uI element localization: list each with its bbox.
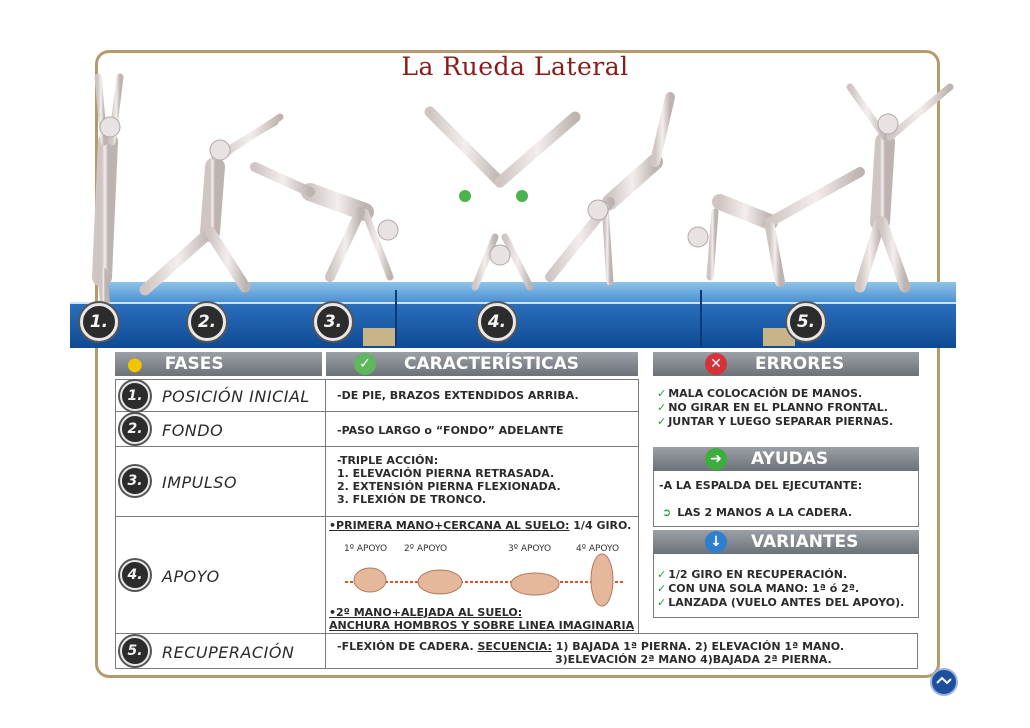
table-border [115, 668, 918, 669]
phase-badge-5: 5. [120, 636, 150, 666]
step-badge-3: 3. [314, 303, 352, 341]
support-label-3: 3º APOYO [508, 544, 552, 554]
error-item: ✓MALA COLOCACIÓN DE MANOS. [657, 387, 863, 400]
table-border [115, 411, 639, 412]
mat-seam [395, 290, 397, 346]
gymnast-figure-3 [250, 162, 394, 282]
phase-label-5: RECUPERACIÓN [162, 643, 295, 662]
support-label-2: 2º APOYO [404, 544, 448, 554]
gymnast-figure-1 [92, 73, 124, 307]
arrow-icon [459, 190, 471, 202]
check-icon: ✓ [657, 596, 667, 609]
mat-block [363, 328, 395, 346]
arrow-right-icon: ➲ [662, 506, 672, 519]
aid-item-1: -A LA ESPALDA DEL EJECUTANTE: [659, 479, 863, 492]
check-icon: ✓ [354, 353, 376, 375]
step-badge-2: 2. [188, 303, 226, 341]
check-icon: ✓ [657, 387, 667, 400]
char-phase-5: -FLEXIÓN DE CADERA. SECUENCIA: 1) BAJADA… [337, 640, 845, 666]
variant-item: ✓LANZADA (VUELO ANTES DEL APOYO). [657, 596, 905, 609]
phase-label-1: POSICIÓN INICIAL [162, 387, 310, 406]
gymnast-figure-6 [706, 167, 865, 287]
error-item: ✓JUNTAR Y LUEGO SEPARAR PIERNAS. [657, 415, 894, 428]
lightbulb-icon: ● [127, 353, 143, 375]
check-icon: ✓ [657, 401, 667, 414]
phase-badge-3: 3. [120, 466, 150, 496]
check-icon: ✓ [657, 582, 667, 595]
phase-badge-1: 1. [120, 381, 150, 411]
check-icon: ✓ [657, 568, 667, 581]
gymnast-figure-4 [424, 106, 581, 291]
arrow-icon [516, 190, 528, 202]
phase-label-2: FONDO [162, 421, 224, 440]
variant-item: ✓CON UNA SOLA MANO: 1ª ó 2ª. [657, 582, 860, 595]
hand-icon [353, 567, 387, 593]
mat-block [763, 328, 795, 346]
char-phase-2: -PASO LARGO o “FONDO” ADELANTE [337, 424, 564, 437]
support-label-1: 1º APOYO [344, 544, 388, 554]
char-phase-4-first: •PRIMERA MANO+CERCANA AL SUELO: 1/4 GIRO… [329, 519, 632, 532]
page-frame [95, 50, 940, 678]
table-border [917, 633, 918, 669]
gymnast-sequence-illustration [92, 73, 954, 346]
table-border [115, 379, 639, 380]
header-ayudas: ➜ AYUDAS [653, 447, 919, 471]
table-border [638, 379, 639, 634]
char-phase-4-second: •2º MANO+ALEJADA AL SUELO: ANCHURA HOMBR… [329, 606, 635, 632]
error-item: ✓NO GIRAR EN EL PLANNO FRONTAL. [657, 401, 888, 414]
header-errores: ✕ ERRORES [653, 352, 919, 376]
variant-item: ✓1/2 GIRO EN RECUPERACIÓN. [657, 568, 848, 581]
close-icon: ✕ [705, 353, 727, 375]
step-badge-4: 4. [478, 303, 516, 341]
phase-badge-2: 2. [120, 414, 150, 444]
table-border [115, 516, 639, 517]
gymnast-figure-7 [846, 83, 954, 293]
char-phase-1: -DE PIE, BRAZOS EXTENDIDOS ARRIBA. [337, 389, 579, 402]
arrow-down-icon: ↓ [705, 531, 727, 553]
header-fases: ● FASES [115, 352, 322, 376]
hands-feet-support-diagram [345, 553, 625, 607]
errors-list: ✓MALA COLOCACIÓN DE MANOS. ✓NO GIRAR EN … [657, 387, 893, 429]
phase-badge-4: 4. [120, 560, 150, 590]
char-phase-3: -TRIPLE ACCIÓN: 1. ELEVACIÓN PIERNA RETR… [337, 454, 561, 506]
foot-icon [590, 553, 614, 607]
variants-list: ✓1/2 GIRO EN RECUPERACIÓN. ✓CON UNA SOLA… [657, 568, 904, 610]
page-title: La Rueda Lateral [401, 52, 629, 81]
mat-seam [700, 290, 702, 346]
foot-icon [510, 572, 560, 596]
header-caracteristicas: ✓ CARACTERÍSTICAS [326, 352, 638, 376]
phase-label-4: APOYO [162, 567, 220, 586]
phase-label-3: IMPULSO [162, 473, 238, 492]
hand-icon [417, 569, 463, 595]
step-badge-5: 5. [787, 303, 825, 341]
aid-item-2: ➲LAS 2 MANOS A LA CADERA. [662, 506, 853, 519]
step-badge-1: 1. [80, 303, 118, 341]
support-label-4: 4º APOYO [576, 544, 620, 554]
table-border [325, 379, 326, 669]
arrow-right-icon: ➜ [705, 448, 727, 470]
logo-icon [930, 668, 958, 696]
check-icon: ✓ [657, 415, 667, 428]
table-border [115, 379, 116, 669]
header-variantes: ↓ VARIANTES [653, 530, 919, 554]
table-border [115, 633, 918, 634]
table-border [115, 446, 639, 447]
